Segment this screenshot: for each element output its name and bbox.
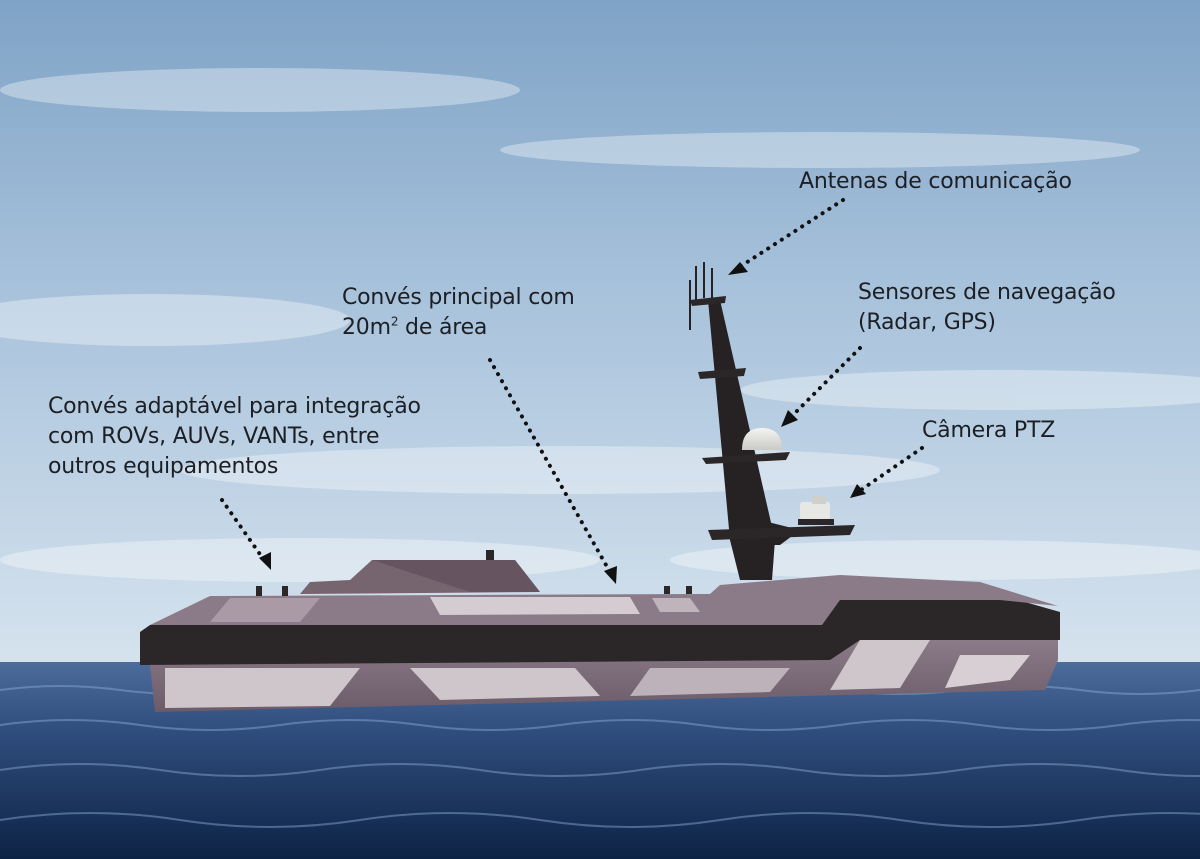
main-deck-arrow-line	[488, 358, 612, 574]
label-main-deck-sup: 2	[390, 314, 399, 329]
sensor-arrow-line	[788, 346, 862, 420]
usv-vessel	[140, 550, 1060, 712]
camera-arrow-line	[856, 446, 924, 494]
sensor-arrow-head	[781, 410, 798, 427]
label-main-deck-line1: Convés principal com	[342, 285, 575, 310]
main-deck-arrow-head	[604, 566, 617, 584]
antenna-arrow-line	[736, 198, 845, 270]
antenna-arrow-head	[728, 262, 748, 275]
label-antennas: Antenas de comunicação	[799, 167, 1072, 197]
label-antennas-line: Antenas de comunicação	[799, 169, 1072, 194]
label-adaptable-deck-line3: outros equipamentos	[48, 454, 279, 479]
mast	[689, 262, 855, 580]
label-ptz-camera-line: Câmera PTZ	[922, 418, 1056, 443]
label-nav-sensors-line2: (Radar, GPS)	[858, 310, 996, 335]
label-main-deck: Convés principal com 20m2 de área	[342, 283, 575, 343]
label-main-deck-area: 20m	[342, 315, 391, 340]
label-adaptable-deck-line2: com ROVs, AUVs, VANTs, entre	[48, 424, 380, 449]
annotation-arrows	[220, 198, 924, 574]
arrow-heads	[259, 262, 866, 584]
label-ptz-camera: Câmera PTZ	[922, 416, 1055, 446]
label-adaptable-deck: Convés adaptável para integração com ROV…	[48, 392, 421, 482]
camera-arrow-head	[850, 484, 866, 498]
label-nav-sensors-line1: Sensores de navegação	[858, 280, 1116, 305]
label-adaptable-deck-line1: Convés adaptável para integração	[48, 394, 421, 419]
label-nav-sensors: Sensores de navegação (Radar, GPS)	[858, 278, 1116, 338]
adaptable-deck-arrow-head	[259, 552, 271, 570]
label-main-deck-line2: 20m2 de área	[342, 313, 575, 343]
label-main-deck-suffix: de área	[398, 315, 488, 340]
